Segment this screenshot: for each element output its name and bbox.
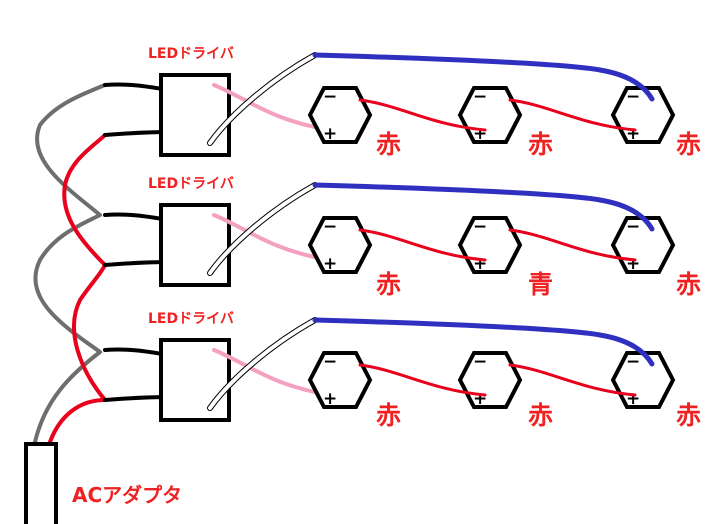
red-series-wire	[358, 98, 487, 132]
led-color-label: 赤	[676, 401, 701, 430]
plus-terminal: +	[473, 254, 487, 274]
minus-terminal: −	[626, 352, 640, 372]
minus-terminal: −	[323, 352, 337, 372]
led-driver-box	[159, 203, 231, 287]
led-hexagon	[610, 216, 676, 274]
minus-terminal: −	[473, 87, 487, 107]
ac-adapter-box	[24, 442, 58, 524]
minus-terminal: −	[473, 217, 487, 237]
led-color-label: 赤	[376, 130, 401, 159]
minus-terminal: −	[626, 87, 640, 107]
led-hexagon	[610, 86, 676, 144]
led-hexagon	[610, 351, 676, 409]
red-series-wire	[508, 98, 637, 132]
driver-label: LEDドライバ	[148, 46, 234, 62]
led-color-label: 赤	[528, 401, 553, 430]
red-series-wire	[358, 228, 487, 262]
blue-return-wire	[312, 317, 655, 367]
minus-terminal: −	[323, 87, 337, 107]
led-hexagon	[457, 216, 523, 274]
driver-label: LEDドライバ	[148, 176, 234, 192]
led-hexagon	[457, 351, 523, 409]
plus-terminal: +	[323, 254, 337, 274]
led-hexagon	[457, 86, 523, 144]
red-series-wire	[508, 363, 637, 397]
plus-terminal: +	[626, 124, 640, 144]
led-color-label: 青	[528, 270, 553, 299]
white-wire	[208, 183, 317, 275]
led-color-label: 赤	[676, 130, 701, 159]
led-hexagon	[307, 216, 373, 274]
plus-terminal: +	[473, 124, 487, 144]
led-hexagon	[307, 86, 373, 144]
gray-power-wire	[33, 83, 107, 444]
white-wire	[208, 53, 317, 145]
led-color-label: 赤	[676, 270, 701, 299]
led-color-label: 赤	[376, 270, 401, 299]
led-color-label: 赤	[376, 401, 401, 430]
plus-terminal: +	[626, 389, 640, 409]
red-series-wire	[508, 228, 637, 262]
white-wire	[208, 318, 317, 410]
red-series-wire	[358, 363, 487, 397]
pink-plus-wire	[212, 213, 332, 262]
driver-label: LEDドライバ	[148, 311, 234, 327]
minus-terminal: −	[626, 217, 640, 237]
pink-plus-wire	[212, 348, 332, 397]
red-power-wire	[48, 133, 107, 444]
ac-adapter-label: ACアダプタ	[72, 483, 182, 507]
plus-terminal: +	[626, 254, 640, 274]
blue-return-wire	[312, 52, 655, 102]
minus-terminal: −	[473, 352, 487, 372]
led-hexagon	[307, 351, 373, 409]
blue-return-wire	[312, 182, 655, 232]
plus-terminal: +	[473, 389, 487, 409]
pink-plus-wire	[212, 83, 332, 132]
led-color-label: 赤	[528, 130, 553, 159]
plus-terminal: +	[323, 389, 337, 409]
plus-terminal: +	[323, 124, 337, 144]
minus-terminal: −	[323, 217, 337, 237]
